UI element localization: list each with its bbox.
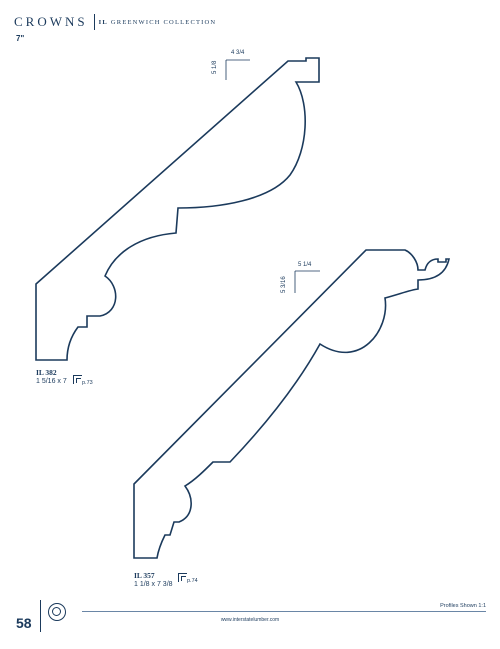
collection-prefix: IL: [98, 18, 108, 26]
footer-divider: [40, 600, 41, 632]
profile2-size: 1 1/8 x 7 3/8: [134, 581, 173, 588]
profile1-page-ref[interactable]: p.73: [82, 380, 93, 386]
dim-leader-2: [294, 270, 320, 293]
website-link[interactable]: www.interstatelumber.com: [220, 617, 280, 623]
page-number: 58: [16, 615, 32, 631]
profile2-label: IL 357 1 1/8 x 7 3/8: [134, 571, 173, 589]
company-seal-icon: [48, 603, 66, 621]
profile2-page-ref[interactable]: p.74: [187, 578, 198, 584]
footer-rule: [82, 611, 486, 612]
header-divider: [93, 14, 95, 30]
dim-leader-1: [225, 59, 250, 80]
profile-il357-outline: [133, 249, 450, 559]
profile2-code: IL 357: [134, 571, 155, 580]
profile1-size: 1 5/16 x 7: [36, 378, 67, 385]
page-ref-icon: [73, 375, 82, 384]
scale-note: Profiles Shown 1:1: [440, 603, 486, 609]
profile1-code: IL 382: [36, 368, 57, 377]
profile1-label: IL 382 1 5/16 x 7: [36, 368, 67, 386]
brand-title: CROWNS: [14, 14, 88, 29]
profile2-width-dim: 5 1/4: [298, 262, 312, 268]
page-ref-icon: [178, 573, 187, 582]
profile2-height-dim: 5 3/16: [281, 276, 287, 293]
collection-label: GREENWICH COLLECTION: [110, 18, 217, 26]
profile1-width-dim: 4 3/4: [231, 50, 245, 56]
profile-il382-outline: [35, 57, 320, 361]
profile1-height-dim: 5 1/8: [212, 60, 218, 74]
size-label: 7": [16, 34, 25, 43]
